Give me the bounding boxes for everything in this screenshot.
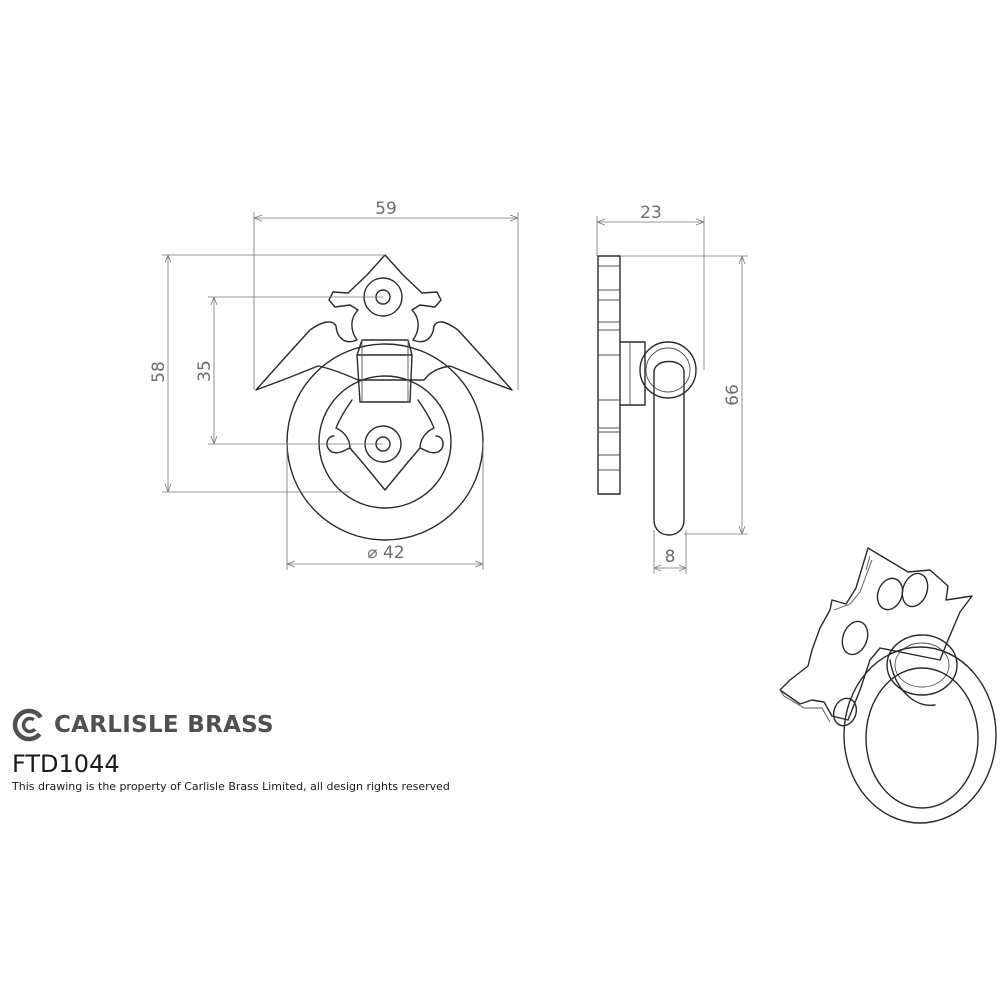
- backplate-outline: [255, 254, 513, 391]
- side-hinge: [619, 341, 646, 406]
- brand-block: CARLISLE BRASS: [12, 708, 274, 742]
- side-view: 23 66 8: [596, 203, 748, 574]
- ring-inner: [318, 375, 452, 509]
- carlisle-brass-logo-icon: [12, 708, 46, 742]
- iso-ring-outer: [843, 646, 997, 824]
- dim-ring-diameter: ⌀ 42: [367, 543, 404, 563]
- product-code: FTD1044: [12, 750, 120, 778]
- iso-backplate: [779, 547, 973, 721]
- hinge-block: [356, 339, 413, 403]
- front-view: 59 58 35 ⌀ 42: [149, 199, 519, 570]
- side-hinge-boss: [639, 341, 697, 399]
- iso-hinge: [886, 634, 958, 696]
- lower-plate: [335, 399, 435, 491]
- side-ring: [653, 360, 685, 536]
- dim-front-width: 59: [375, 199, 397, 219]
- isometric-view: [779, 547, 997, 824]
- brand-name: CARLISLE BRASS: [54, 712, 274, 738]
- dim-front-height: 58: [149, 361, 169, 383]
- dim-ring-thickness: 8: [665, 547, 676, 567]
- dim-side-height: 66: [723, 384, 743, 406]
- copyright-notice: This drawing is the property of Carlisle…: [12, 780, 450, 793]
- dim-hole-centres: 35: [195, 360, 215, 382]
- iso-ring-inner: [865, 667, 979, 809]
- ring-outer: [286, 343, 484, 541]
- dim-side-depth: 23: [640, 203, 662, 223]
- side-backplate: [597, 255, 621, 495]
